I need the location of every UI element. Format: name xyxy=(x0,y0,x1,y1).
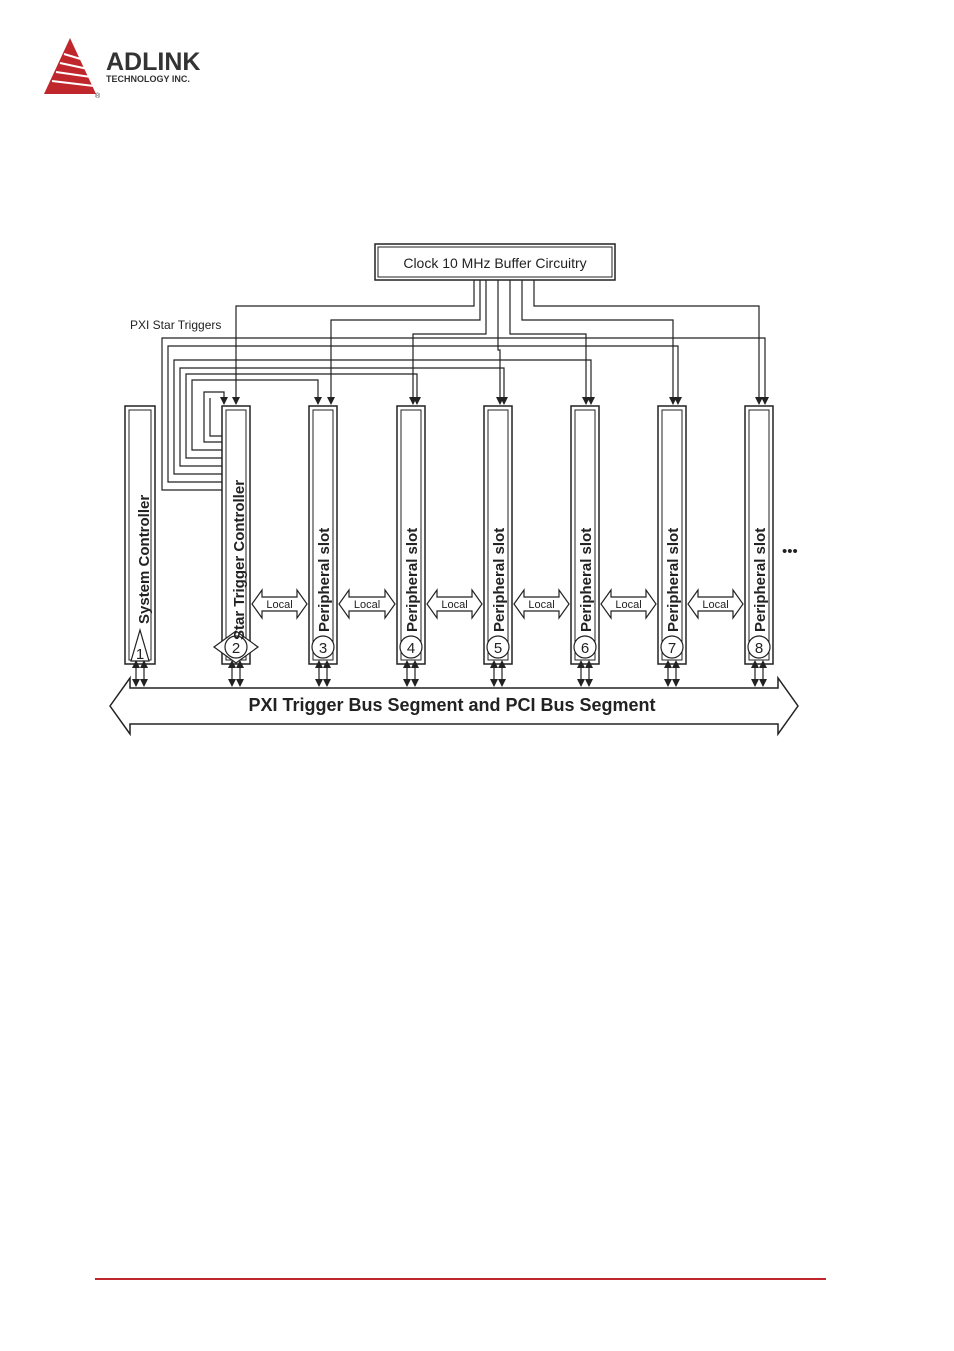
slot-number: 8 xyxy=(755,640,763,657)
slot-number: 4 xyxy=(407,640,415,657)
local-arrow-shape xyxy=(426,588,483,620)
clock-line xyxy=(327,280,481,405)
star-triggers-label: PXI Star Triggers xyxy=(130,318,221,332)
local-arrow: Local xyxy=(426,588,483,620)
clock-line xyxy=(409,280,487,405)
slot-7: 7 xyxy=(657,405,687,665)
clock-distribution-lines xyxy=(232,280,763,405)
star-trigger-line xyxy=(209,398,224,437)
local-label: Local xyxy=(354,599,380,611)
local-arrow: Local xyxy=(251,588,308,620)
clock-line xyxy=(232,280,475,405)
more-slots-ellipsis: ••• xyxy=(782,543,798,560)
bus-segment: PXI Trigger Bus Segment and PCI Bus Segm… xyxy=(109,675,799,737)
local-label: Local xyxy=(528,599,554,611)
slot-outer xyxy=(396,405,426,665)
local-label: Local xyxy=(615,599,641,611)
local-arrow-shape xyxy=(513,588,570,620)
clock-line xyxy=(533,280,763,405)
local-label: Local xyxy=(702,599,728,611)
local-arrow-shape xyxy=(251,588,308,620)
clock-line xyxy=(521,280,677,405)
local-arrow-shape xyxy=(338,588,396,620)
slot-number-badge xyxy=(660,635,684,659)
system-controller-label: System Controller xyxy=(136,495,153,624)
peripheral-slot-labels: Peripheral slot Peripheral slot Peripheral… xyxy=(316,528,769,632)
slot-number-badge xyxy=(224,635,248,659)
clock-buffer-label: Clock 10 MHz Buffer Circuitry xyxy=(403,255,586,271)
star-trigger-line xyxy=(191,379,322,451)
bus-connectors xyxy=(132,660,767,687)
slot-outer xyxy=(657,405,687,665)
clock-line xyxy=(496,280,504,405)
local-arrow: Local xyxy=(338,588,396,620)
clock-line xyxy=(509,280,590,405)
slot-number: 2 xyxy=(232,640,240,657)
slot-outer xyxy=(744,405,774,665)
local-bus-arrows: Local Local Local Local Local Local xyxy=(251,588,744,620)
adlink-triangle-mark xyxy=(44,38,96,94)
slot-number-badge xyxy=(399,635,423,659)
star-trigger-line xyxy=(185,373,421,459)
local-label: Local xyxy=(266,599,292,611)
slot-1: 1 xyxy=(124,405,156,665)
local-arrow: Local xyxy=(687,588,744,620)
adlink-logo: ADLINK TECHNOLOGY INC. ® xyxy=(44,38,200,100)
local-label: Local xyxy=(441,599,467,611)
star-trigger-lines xyxy=(161,337,769,491)
star-trigger-controller-label: Star Trigger Controller xyxy=(231,480,248,640)
slot-2: 2 xyxy=(212,405,260,665)
slot-outer xyxy=(483,405,513,665)
logo-registered-mark: ® xyxy=(95,92,101,100)
peripheral-slot-label: Peripheral slot xyxy=(578,528,595,632)
star-trigger-line xyxy=(161,337,769,491)
slot-5: 5 xyxy=(483,405,513,665)
bus-segment-label: PXI Trigger Bus Segment and PCI Bus Segm… xyxy=(248,695,655,715)
local-arrow: Local xyxy=(600,588,657,620)
slot-outer xyxy=(221,405,251,665)
star-trigger-line xyxy=(179,367,508,467)
star-trigger-line xyxy=(167,345,682,483)
slot-number-badge xyxy=(311,635,335,659)
slot-number: 3 xyxy=(319,640,327,657)
slot-number-badge xyxy=(573,635,597,659)
local-arrow: Local xyxy=(513,588,570,620)
peripheral-slot-label: Peripheral slot xyxy=(752,528,769,632)
peripheral-slot-label: Peripheral slot xyxy=(316,528,333,632)
local-arrow-shape xyxy=(600,588,657,620)
slot-number-badge xyxy=(747,635,771,659)
local-arrow-shape xyxy=(687,588,744,620)
slot-number: 5 xyxy=(494,640,502,657)
logo-wordmark: ADLINK xyxy=(106,48,200,76)
footer-rule xyxy=(95,1278,826,1280)
slot-number: 1 xyxy=(136,646,144,663)
slot-number: 6 xyxy=(581,640,589,657)
slot-outer xyxy=(308,405,338,665)
logo-tagline: TECHNOLOGY INC. xyxy=(106,74,190,84)
slot-number-badge xyxy=(486,635,510,659)
clock-buffer-block: Clock 10 MHz Buffer Circuitry xyxy=(374,243,616,281)
star-trigger-line xyxy=(203,391,228,443)
peripheral-slot-label: Peripheral slot xyxy=(491,528,508,632)
slot-outer xyxy=(570,405,600,665)
peripheral-slot-label: Peripheral slot xyxy=(665,528,682,632)
star-trigger-line xyxy=(173,359,595,475)
slot-6: 6 xyxy=(570,405,600,665)
peripheral-slot-label: Peripheral slot xyxy=(404,528,421,632)
slot-number: 7 xyxy=(668,640,676,657)
